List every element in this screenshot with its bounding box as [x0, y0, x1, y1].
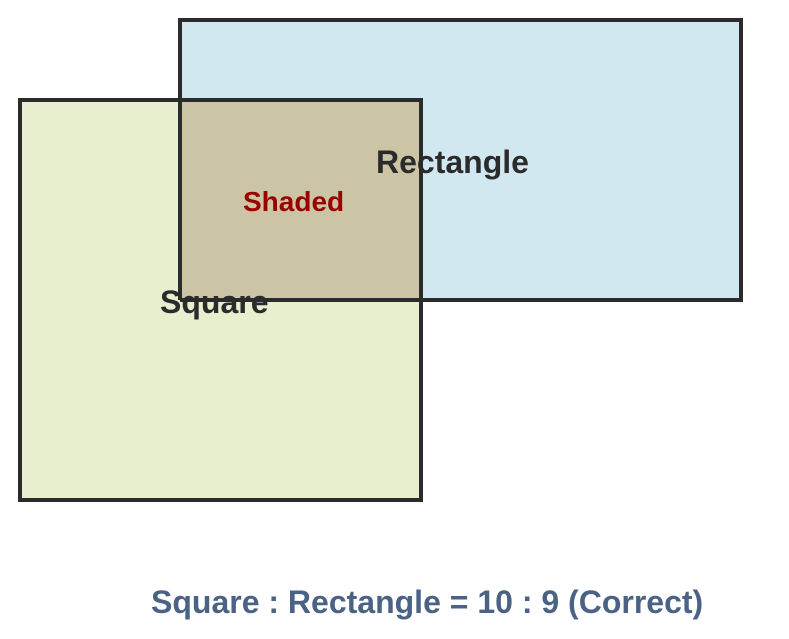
- shaded-label: Shaded: [243, 186, 344, 217]
- square-label: Square: [160, 284, 268, 320]
- overlap-region: [180, 100, 421, 300]
- rectangle-label: Rectangle: [376, 144, 529, 180]
- ratio-caption: Square : Rectangle = 10 : 9 (Correct): [151, 584, 703, 620]
